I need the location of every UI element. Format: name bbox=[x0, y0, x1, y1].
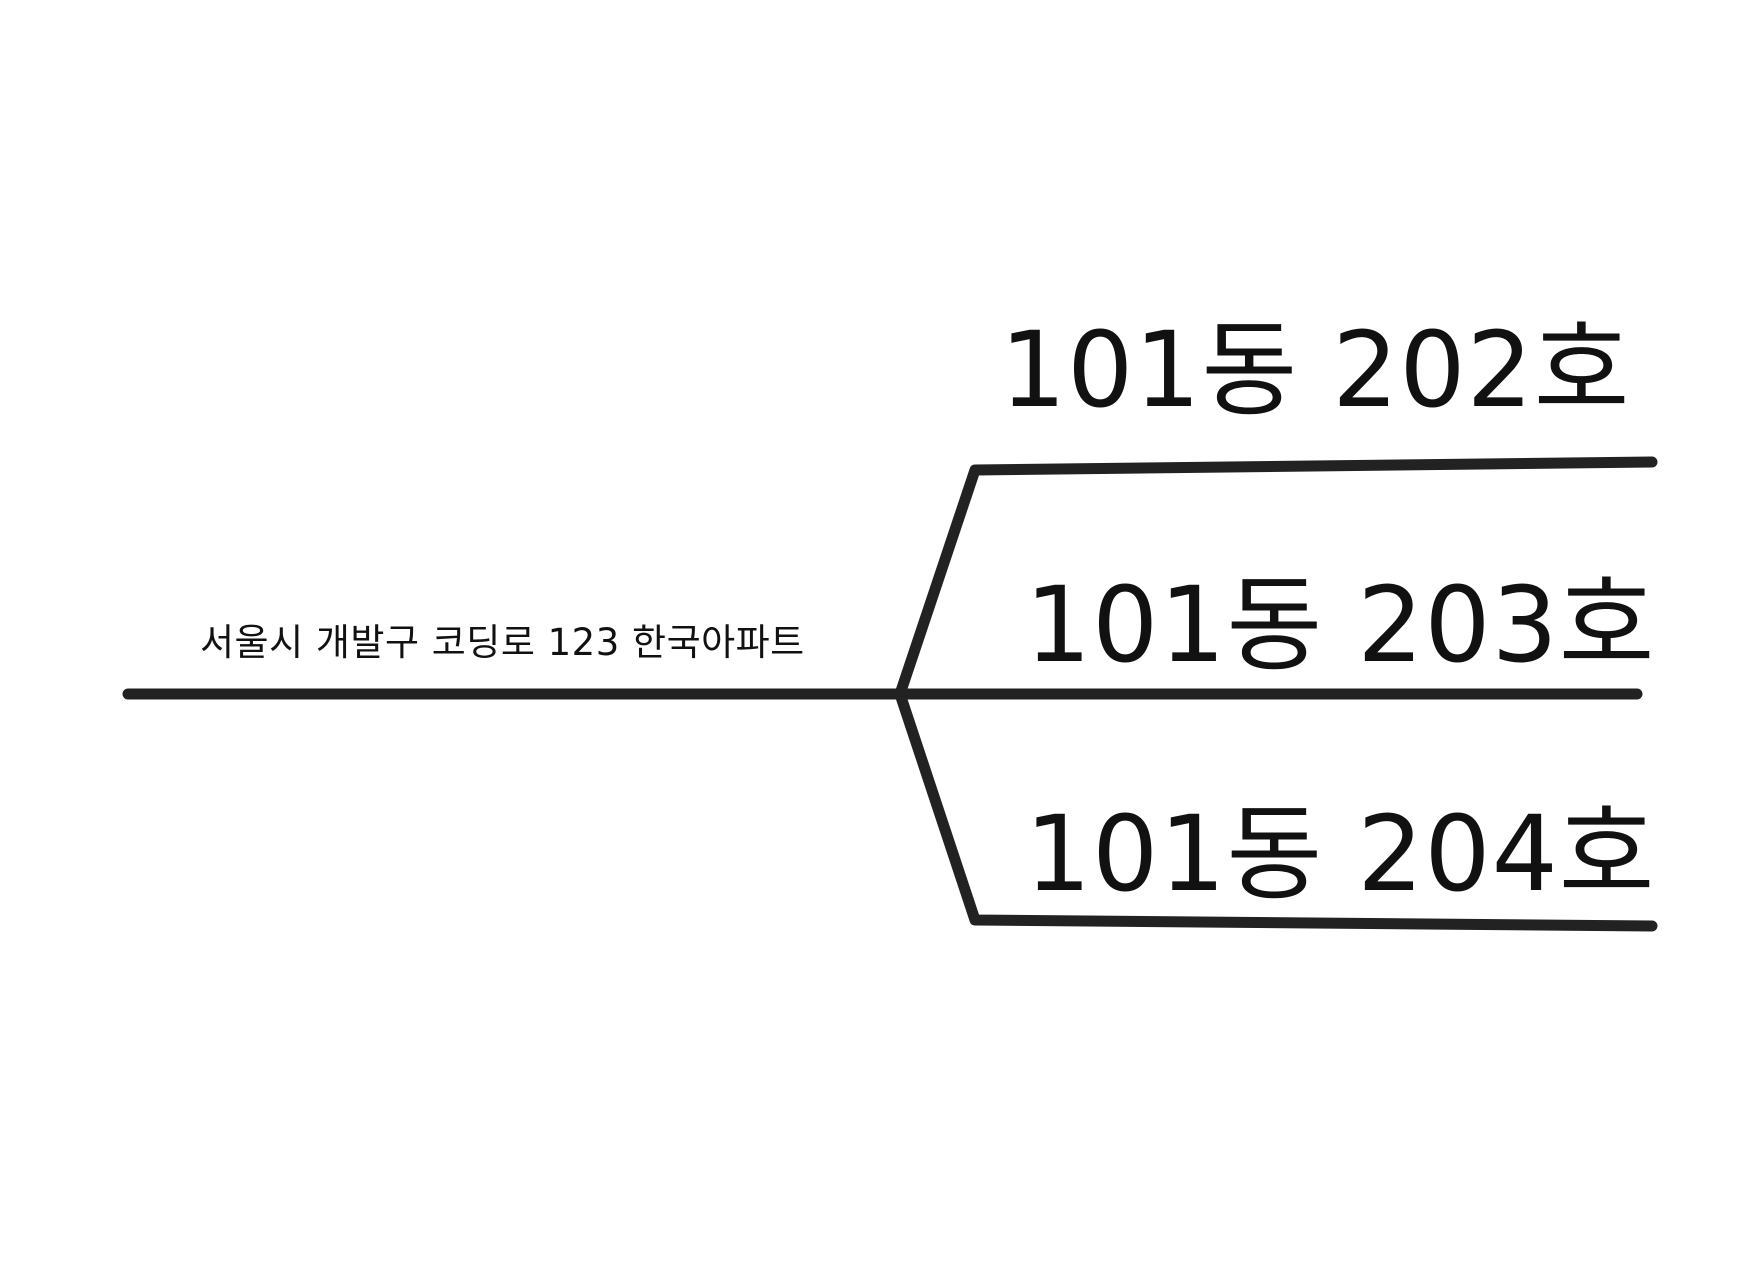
branch-label-204: 101동 204호 bbox=[1025, 793, 1656, 915]
branch-line-bottom bbox=[894, 688, 1658, 932]
branch-label-202: 101동 202호 bbox=[1000, 309, 1631, 431]
root-address-label: 서울시 개발구 코딩로 123 한국아파트 bbox=[200, 621, 805, 664]
branch-line-top bbox=[894, 456, 1658, 700]
branch-label-203: 101동 203호 bbox=[1025, 564, 1656, 686]
